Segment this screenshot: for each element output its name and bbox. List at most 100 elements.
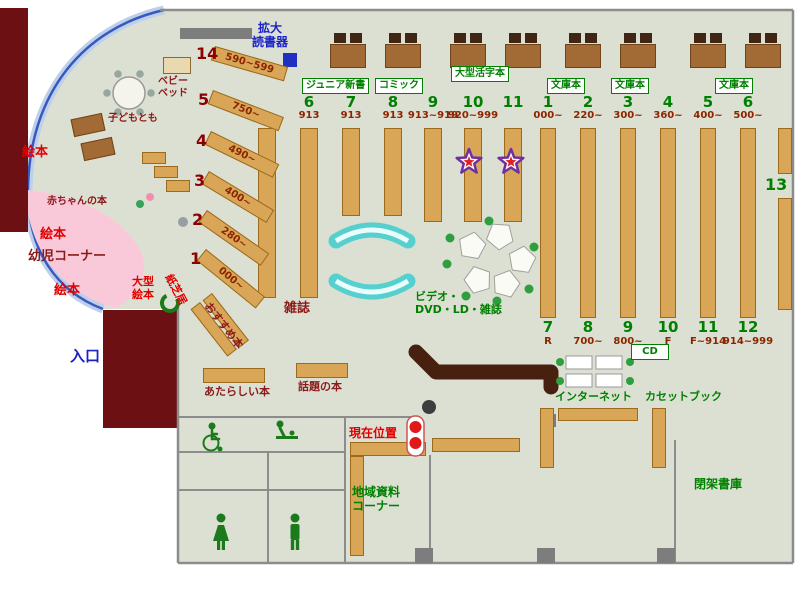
shelf-range: R <box>544 336 552 347</box>
shelf-range: 913 <box>298 110 320 121</box>
large-picture-books-label: 大型 絵本 <box>132 275 154 302</box>
bookshelf <box>558 408 638 421</box>
reading-table <box>330 44 366 68</box>
shelf-range: 913~919 <box>407 110 459 121</box>
local-materials-label: 地域資料 コーナー <box>352 485 401 514</box>
bookshelf <box>142 152 166 164</box>
shelf-number: 1 <box>190 249 202 268</box>
magnifier-label: 拡大 読書器 <box>251 21 288 50</box>
shelf-number: 3 <box>194 171 206 190</box>
shelf-number: 4 <box>196 131 208 150</box>
reading-table <box>620 44 656 68</box>
bookshelf <box>342 128 360 216</box>
shelf-number: 5 <box>198 90 210 109</box>
shelf-range: 800~ <box>613 336 643 347</box>
chair <box>749 33 761 43</box>
shelf-number: 5 <box>702 93 714 111</box>
shelf-number: 14 <box>196 44 219 63</box>
new-books-label: あたらしい本 <box>204 385 270 398</box>
chair <box>509 33 521 43</box>
shelf-number: 8 <box>387 93 399 111</box>
shelf-range: 700~ <box>573 336 603 347</box>
closed-stacks-label: 閉架書庫 <box>694 477 743 491</box>
picture-books-label: 絵本 <box>22 145 49 160</box>
chair <box>765 33 777 43</box>
kids-corner-label: 幼児コーナー <box>28 249 107 264</box>
stool-dots <box>442 216 539 306</box>
shelf-range: 360~ <box>653 110 683 121</box>
inner-walls <box>178 416 676 563</box>
reading-table <box>505 44 541 68</box>
bookshelf <box>740 128 756 318</box>
shelf-number: 6 <box>742 93 754 111</box>
reading-table <box>565 44 601 68</box>
topical-books-label: 話題の本 <box>298 380 342 393</box>
shelf-range: 913 <box>382 110 404 121</box>
internet-tables <box>565 355 623 388</box>
round-table <box>103 70 155 116</box>
shelf-number: 6 <box>303 93 315 111</box>
bookshelf <box>203 368 265 383</box>
bunko-label: 文庫本 <box>715 78 753 94</box>
chair <box>710 33 722 43</box>
shelf-number: 8 <box>582 318 594 336</box>
decor-dot <box>146 193 154 201</box>
bookshelf <box>504 128 522 222</box>
bookshelf <box>350 456 364 556</box>
service-counter <box>408 344 559 395</box>
bookshelf <box>424 128 442 222</box>
shelf-number: 12 <box>737 318 759 336</box>
baby-bed-label: ベビー ベッド <box>158 76 188 99</box>
shelf-number: 1 <box>542 93 554 111</box>
curved-wall-line <box>26 8 165 311</box>
bookshelf <box>540 408 554 468</box>
bookshelf <box>652 408 666 468</box>
decor-dot <box>178 217 188 227</box>
bunko-label: 文庫本 <box>547 78 585 94</box>
bookshelf <box>432 438 520 452</box>
bunko-label: 文庫本 <box>611 78 649 94</box>
shelf-range: 920~999 <box>447 110 499 121</box>
shelf-range: 400~ <box>693 110 723 121</box>
cassette-books-label: カセットブック <box>645 390 722 403</box>
kids-carpet <box>28 190 144 308</box>
bookshelf <box>350 442 426 456</box>
chair <box>470 33 482 43</box>
picture-books-label: 絵本 <box>54 283 81 298</box>
internet-chairs <box>556 358 634 385</box>
bookshelf <box>660 128 676 318</box>
shelf-range: 000~ <box>533 110 563 121</box>
shelf-number: 4 <box>662 93 674 111</box>
bookshelf <box>700 128 716 318</box>
shelf-number: 7 <box>345 93 357 111</box>
shelf-range: F~914 <box>689 336 727 347</box>
chair <box>624 33 636 43</box>
chair <box>389 33 401 43</box>
shelf-number: 7 <box>542 318 554 336</box>
chair <box>525 33 537 43</box>
blue-square-icon <box>283 53 297 67</box>
picture-books-label: 絵本 <box>40 227 67 242</box>
magazines-label: 雑誌 <box>284 301 311 316</box>
bookshelf <box>778 198 792 310</box>
shelf-number: 9 <box>427 93 439 111</box>
curved-bench <box>328 222 416 300</box>
structure-block-left <box>0 8 28 232</box>
shelf-number: 2 <box>582 93 594 111</box>
bookshelf <box>540 128 556 318</box>
shelf-number-13: 13 <box>765 175 788 194</box>
internet-label: インターネット <box>555 390 632 403</box>
large-print-label: 大型活字本 <box>451 66 509 82</box>
shelf-range: 914~999 <box>722 336 774 347</box>
shelf-number: 3 <box>622 93 634 111</box>
baby-bed <box>163 57 191 74</box>
shelf-number: 2 <box>192 210 204 229</box>
chair <box>405 33 417 43</box>
chair <box>569 33 581 43</box>
kodomo-no-tomo-label: 子どもとも <box>108 113 158 124</box>
outer-walls <box>160 8 795 565</box>
bookshelf <box>580 128 596 318</box>
video-dvd-label: ビデオ・ DVD・LD・雑誌 <box>415 290 502 317</box>
chair <box>334 33 346 43</box>
